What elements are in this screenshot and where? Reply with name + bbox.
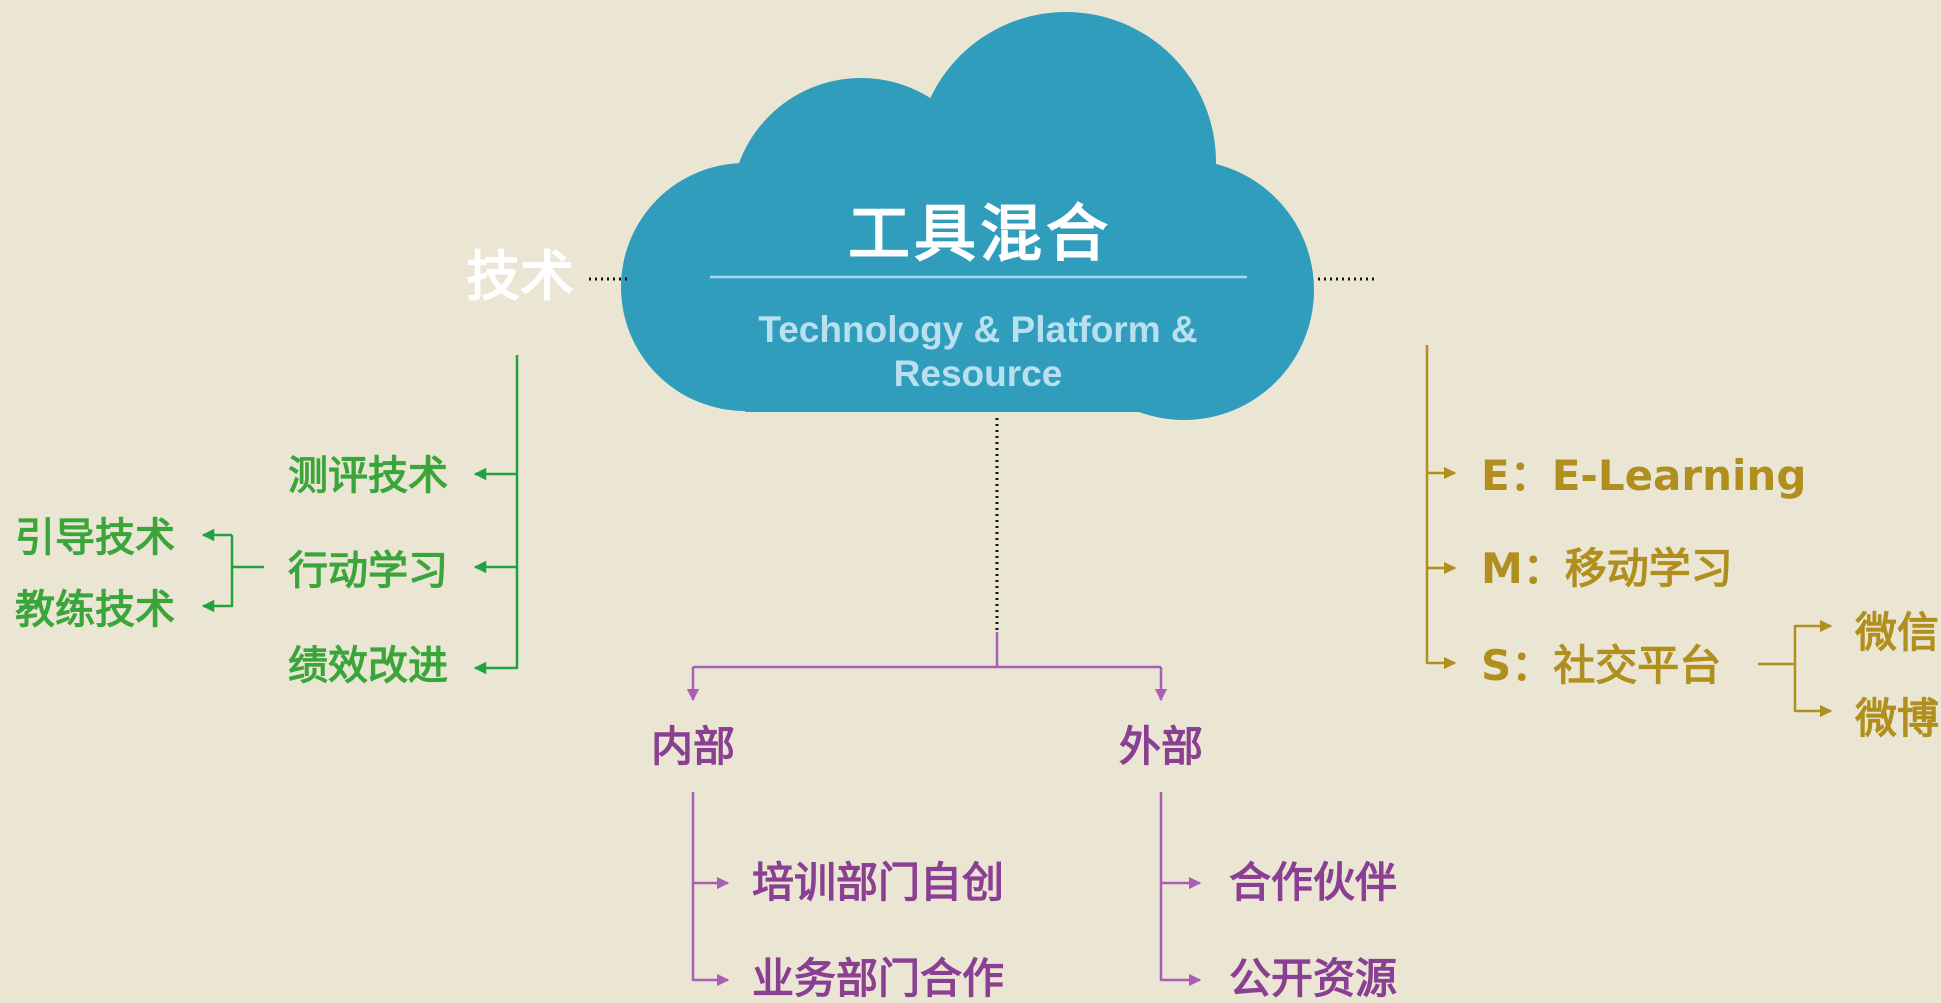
purple-label-internal: 内部: [651, 722, 736, 771]
gold-connectors: [1425, 345, 1833, 718]
green-item-action-learning: 行动学习: [288, 548, 448, 594]
green-item-assessment: 测评技术: [288, 453, 448, 499]
green-item-performance: 绩效改进: [288, 643, 448, 689]
green-subitem-coaching: 教练技术: [15, 587, 175, 633]
gold-item-social: S：社交平台: [1481, 641, 1722, 690]
green-subitem-facilitation: 引导技术: [15, 515, 175, 561]
gold-item-elearning: E：E-Learning: [1481, 451, 1807, 500]
purple-item-business-dept: 业务部门合作: [752, 954, 1005, 1003]
purple-item-open-resource: 公开资源: [1229, 954, 1398, 1003]
cloud-subtitle: Technology & Platform & Resource: [758, 309, 1198, 394]
purple-label-external: 外部: [1119, 722, 1204, 771]
cloud-title: 工具混合: [848, 197, 1113, 270]
gold-item-mobile: M：移动学习: [1481, 544, 1733, 593]
technology-label: 技术: [466, 245, 574, 308]
purple-connectors: [686, 632, 1202, 987]
purple-item-training-dept: 培训部门自创: [752, 858, 1005, 907]
purple-item-partner: 合作伙伴: [1229, 858, 1398, 907]
gold-subitem-wechat: 微信: [1855, 608, 1940, 657]
green-connectors: [201, 355, 519, 675]
cloud-shape: [621, 12, 1314, 420]
gold-subitem-weibo: 微博: [1855, 694, 1940, 743]
